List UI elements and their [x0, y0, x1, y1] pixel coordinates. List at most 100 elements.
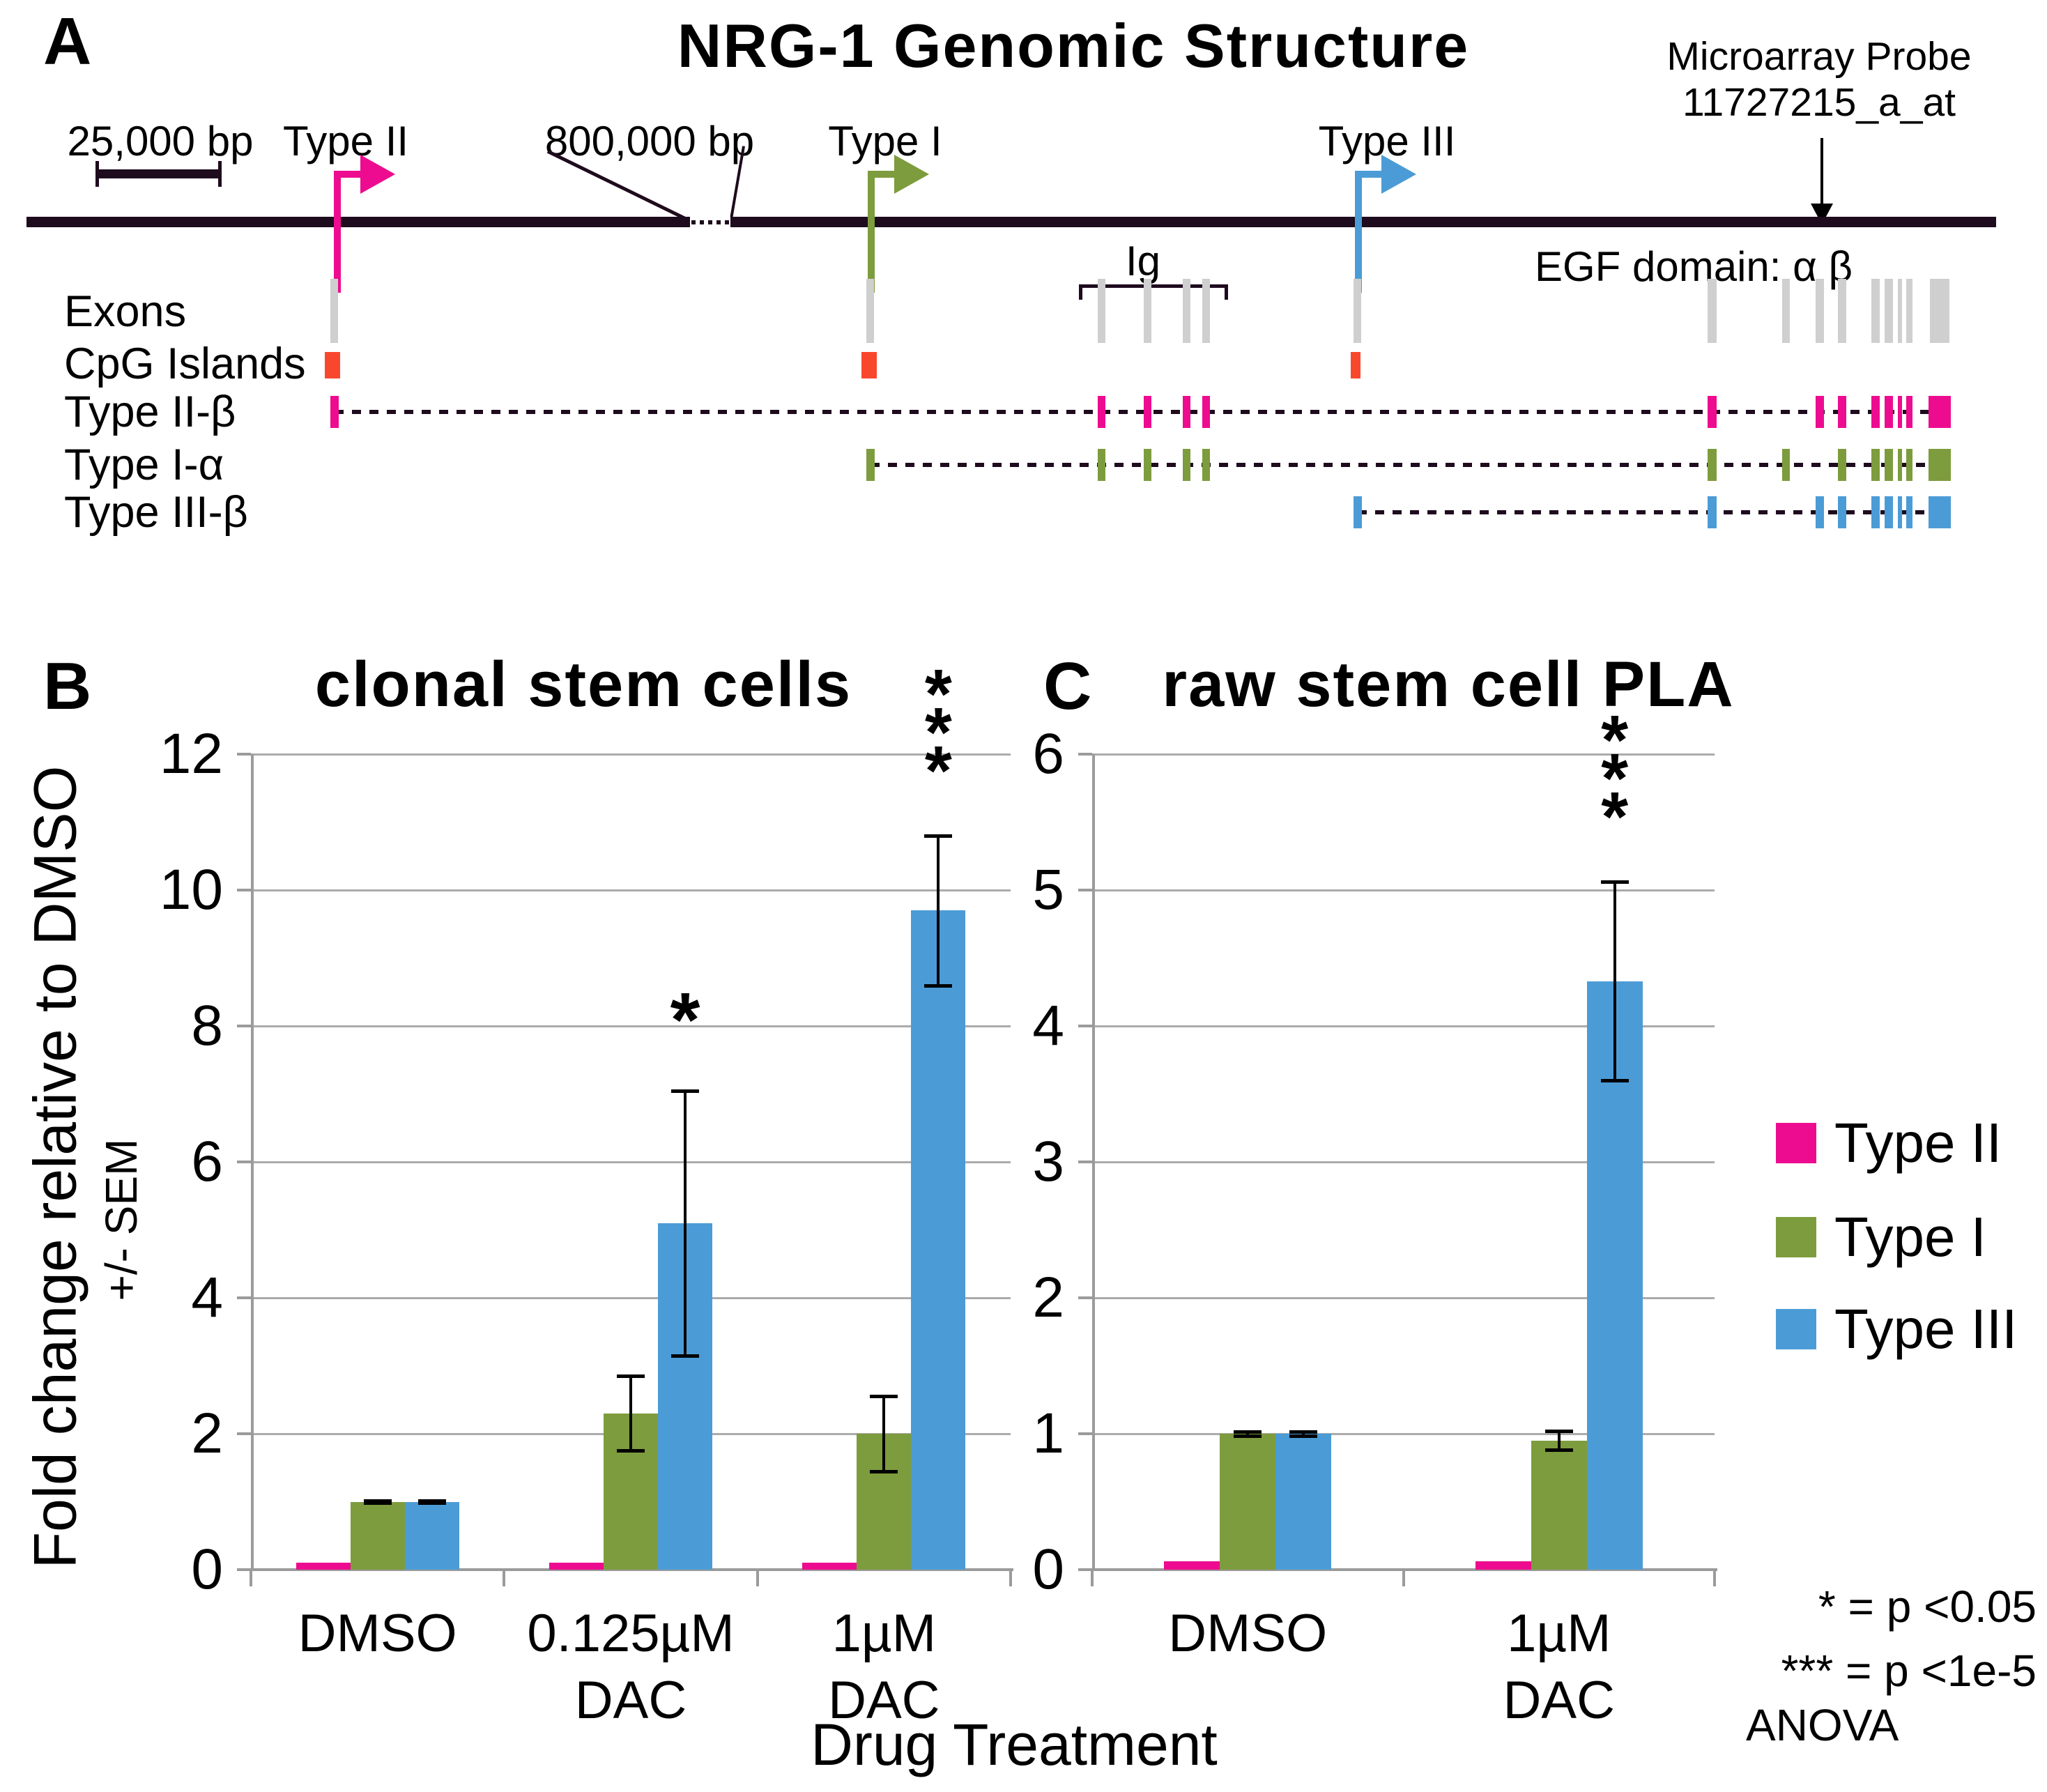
- y-tick-C-3: [1078, 1161, 1092, 1163]
- x-tick-C-0: [1091, 1570, 1094, 1586]
- exon-bar-type2-1: [1098, 396, 1105, 428]
- errbar-line-C-1-1: [1557, 1431, 1561, 1450]
- intron-dash-line-type1: [871, 463, 1931, 467]
- scale-bar: [98, 169, 221, 178]
- x-category-label-B-0: DMSO: [298, 1604, 457, 1663]
- gridline-C-2: [1092, 1296, 1715, 1299]
- sig-asterisk-C-0-0: *: [1601, 778, 1629, 857]
- exon-bar-type2-7: [1838, 396, 1846, 428]
- exon-bar-type1-11: [1906, 449, 1912, 481]
- errbar-cap-bot-B-1-2: [870, 1469, 898, 1473]
- ig-bracket-tick-left: [1079, 284, 1082, 300]
- exon-bar-type2-5: [1708, 396, 1717, 428]
- errbar-line-C-2-1: [1613, 882, 1616, 1080]
- exon-bar-type3-4: [1871, 496, 1880, 528]
- microarray-probe-line1: Microarray Probe: [1666, 34, 1972, 79]
- exon-bar-type1-5: [1708, 449, 1717, 481]
- row-label-type1a: Type I-α: [64, 441, 224, 489]
- panel-a-title: NRG-1 Genomic Structure: [677, 11, 1470, 80]
- exon-bar-type2-10: [1898, 396, 1902, 428]
- exon-bar-type3-5: [1885, 496, 1893, 528]
- y-tick-label-B-6: 6: [191, 1130, 223, 1193]
- exon-bar-cpg-0: [325, 352, 340, 378]
- panel-c-title: raw stem cell PLA: [1162, 649, 1735, 720]
- exon-bar-gray-2: [1098, 279, 1105, 343]
- exon-bar-type1-1: [1098, 449, 1105, 481]
- row-label-exons: Exons: [64, 287, 187, 336]
- x-tick-B-3: [1009, 1570, 1012, 1586]
- exon-bar-type1-12: [1929, 449, 1951, 481]
- promoter-flag-bar-2: [1355, 171, 1383, 178]
- exon-bar-cpg-2: [1351, 352, 1360, 378]
- gridline-B-12: [251, 753, 1011, 756]
- bar-B-TypeI-0: [350, 1501, 405, 1570]
- errbar-cap-top-B-1-1: [617, 1374, 645, 1379]
- exon-bar-gray-6: [1354, 279, 1361, 343]
- exon-bar-type1-6: [1782, 449, 1790, 481]
- bar-C-TypeI-1: [1531, 1440, 1587, 1570]
- exon-bar-type1-2: [1144, 449, 1151, 481]
- exon-bar-type1-9: [1885, 449, 1893, 481]
- exon-bar-type1-0: [866, 449, 875, 481]
- exon-bar-type2-11: [1906, 396, 1912, 428]
- exon-bar-type1-8: [1871, 449, 1880, 481]
- exon-bar-type3-3: [1838, 496, 1846, 528]
- errbar-cap-bot-C-1-0: [1234, 1434, 1262, 1438]
- exon-bar-cpg-1: [861, 352, 877, 378]
- exon-bar-gray-0: [330, 279, 338, 343]
- errbar-line-B-2-1: [684, 1090, 687, 1356]
- errbar-cap-top-C-1-0: [1234, 1430, 1262, 1434]
- y-tick-C-2: [1078, 1296, 1092, 1299]
- exon-bar-type1-4: [1202, 449, 1210, 481]
- errbar-cap-bot-B-2-2: [924, 983, 953, 988]
- x-tick-C-1: [1402, 1570, 1405, 1586]
- exon-bar-type2-6: [1816, 396, 1824, 428]
- y-tick-C-6: [1078, 753, 1092, 756]
- exon-bar-type3-2: [1816, 496, 1824, 528]
- exon-bar-gray-8: [1782, 279, 1790, 343]
- row-label-cpg: CpG Islands: [64, 339, 306, 388]
- legend-swatch-type1: [1776, 1217, 1816, 1257]
- row-label-type3b: Type III-β: [64, 488, 248, 537]
- y-tick-B-2: [237, 1432, 251, 1435]
- exon-bar-type3-1: [1708, 496, 1717, 528]
- errbar-cap-top-B-2-2: [924, 834, 953, 838]
- legend-label-type1: Type I: [1834, 1206, 1986, 1268]
- y-axis-B: [251, 754, 254, 1570]
- exon-bar-type3-0: [1354, 496, 1362, 528]
- y-tick-C-4: [1078, 1025, 1092, 1027]
- gap-size-label: 800,000 bp: [544, 118, 755, 164]
- sig-asterisk-B-1-2: *: [924, 655, 952, 733]
- exon-bar-gray-10: [1838, 279, 1846, 343]
- errbar-cap-bot-C-2-0: [1289, 1434, 1318, 1438]
- x-category-label-C-1: 1µM DAC: [1503, 1604, 1615, 1730]
- errbar-line-B-1-2: [882, 1396, 886, 1471]
- exon-bar-type2-4: [1202, 396, 1210, 428]
- panel-a-letter: A: [43, 4, 92, 79]
- gridline-C-6: [1092, 753, 1715, 756]
- bar-C-TypeI-0: [1220, 1434, 1276, 1570]
- scale-bar-tick-left: [95, 161, 99, 187]
- y-tick-B-0: [237, 1568, 251, 1571]
- legend-label-type3: Type III: [1834, 1298, 2018, 1360]
- y-tick-B-4: [237, 1296, 251, 1299]
- y-tick-B-10: [237, 889, 251, 891]
- y-tick-C-5: [1078, 889, 1092, 891]
- errbar-cap-top-C-2-0: [1289, 1430, 1318, 1434]
- errbar-line-B-1-1: [629, 1376, 632, 1451]
- legend-swatch-type2: [1776, 1123, 1816, 1163]
- microarray-probe-label: Microarray Probe 11727215_a_at: [1624, 33, 2014, 125]
- sig-note-line1: * = p <0.05: [1818, 1582, 2037, 1632]
- row-label-type2b: Type II-β: [64, 388, 236, 436]
- promoter-flag-head-icon-2: [1381, 155, 1416, 194]
- errbar-cap-top-B-1-2: [870, 1395, 898, 1399]
- gridline-B-6: [251, 1161, 1011, 1163]
- exon-bar-gray-11: [1871, 279, 1880, 343]
- exon-bar-type1-10: [1898, 449, 1902, 481]
- bar-B-TypeIII-2: [911, 910, 966, 1570]
- panel-b-letter: B: [43, 649, 92, 723]
- exon-bar-gray-5: [1202, 279, 1210, 343]
- bar-C-TypeII-0: [1164, 1561, 1220, 1570]
- scale-bar-label: 25,000 bp: [67, 118, 254, 164]
- x-tick-B-2: [756, 1570, 759, 1586]
